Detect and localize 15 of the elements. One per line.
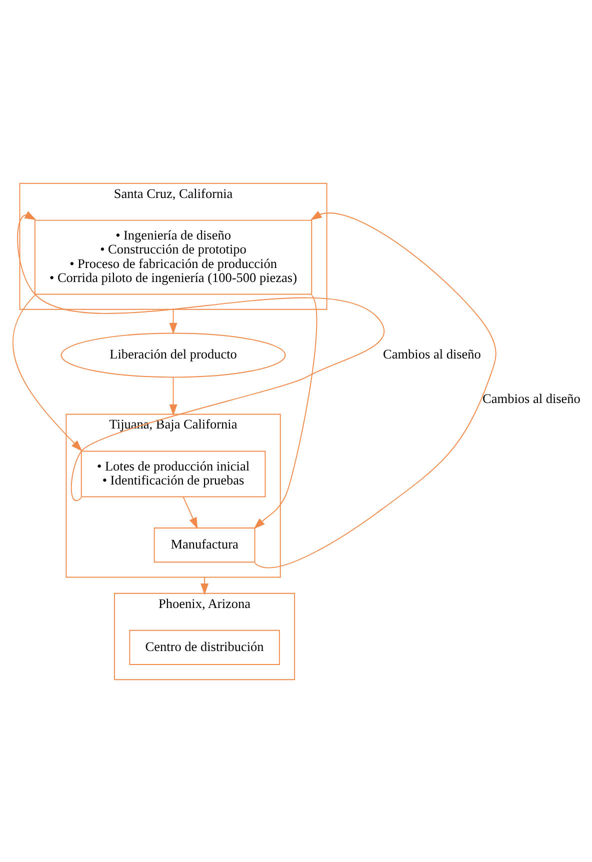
node-box: • Ingeniería de diseño • Construcción de prototipo • Proceso de fabricación de producción • Corrida piloto de ingeniería (100-500 piezas)	[34, 219, 312, 294]
arrow	[169, 376, 178, 416]
arrow	[200, 576, 209, 594]
arrow	[169, 308, 178, 334]
arrow	[182, 496, 198, 528]
node-ellipse: Liberación del producto	[60, 332, 286, 378]
edge-label: Cambios al diseño	[383, 346, 481, 362]
arrow	[254, 210, 496, 568]
arrow	[17, 210, 385, 500]
arrow	[12, 294, 82, 451]
node-box: • Lotes de producción inicial • Identificación de pruebas	[80, 450, 266, 497]
node-box: Centro de distribución	[129, 629, 280, 664]
edge-label: Cambios al diseño	[482, 390, 580, 406]
arrow	[254, 294, 318, 528]
node-box: Manufactura	[154, 527, 256, 562]
